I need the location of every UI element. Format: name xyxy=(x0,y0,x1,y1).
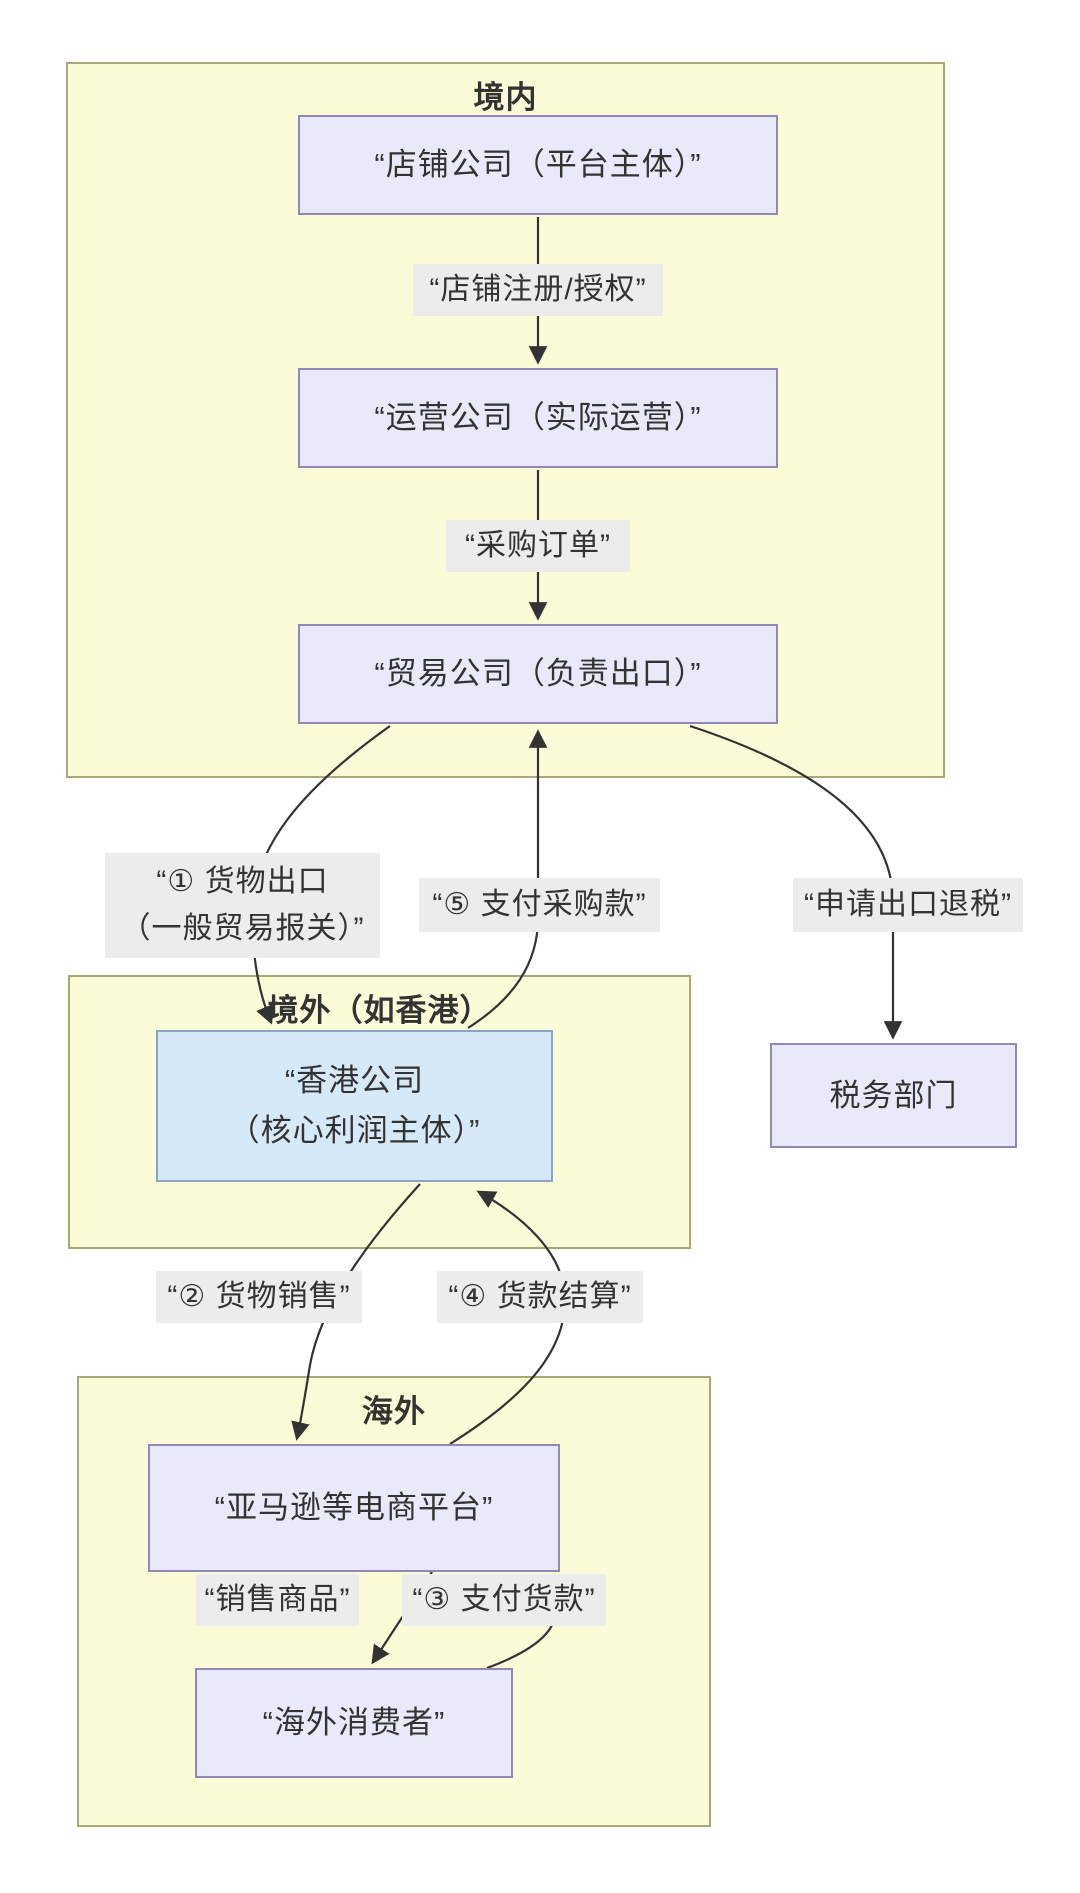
node-overseas-consumer: “海外消费者” xyxy=(195,1668,513,1778)
node-ecommerce-platform: “亚马逊等电商平台” xyxy=(148,1444,560,1572)
node-hk-company-line2: （核心利润主体）” xyxy=(228,1113,481,1148)
edge-label-tax-refund: “申请出口退税” xyxy=(793,878,1023,932)
edge-label-sell-goods-text: “销售商品” xyxy=(204,1582,351,1616)
edge-label-register: “店铺注册/授权” xyxy=(413,264,663,316)
node-hk-company-line1: “香港公司 xyxy=(284,1063,425,1099)
edge-label-settlement-text: “④ 货款结算” xyxy=(448,1279,632,1313)
node-hk-company: “香港公司 （核心利润主体）” xyxy=(156,1030,553,1182)
edge-label-export-line1: “① 货物出口 xyxy=(156,865,329,898)
edge-label-export-line2: （一般贸易报关）” xyxy=(120,911,365,945)
edge-label-purchase-order: “采购订单” xyxy=(446,520,630,572)
node-shop-company: “店铺公司（平台主体）” xyxy=(298,115,778,215)
edge-label-settlement: “④ 货款结算” xyxy=(437,1271,643,1323)
container-offshore-title: 境外（如香港） xyxy=(267,993,492,1028)
node-shop-company-label: “店铺公司（平台主体）” xyxy=(374,147,702,183)
node-ecommerce-platform-label: “亚马逊等电商平台” xyxy=(214,1490,494,1526)
node-op-company: “运营公司（实际运营）” xyxy=(298,368,778,468)
edge-label-pay-goods: “③ 支付货款” xyxy=(402,1574,606,1626)
node-trade-company-label: “贸易公司（负责出口）” xyxy=(374,656,702,692)
edge-label-pay-procurement-text: “⑤ 支付采购款” xyxy=(432,887,647,921)
edge-label-export: “① 货物出口 （一般贸易报关）” xyxy=(105,853,380,958)
edge-label-goods-sale-text: “② 货物销售” xyxy=(167,1279,351,1313)
edge-label-sell-goods: “销售商品” xyxy=(196,1574,359,1626)
edge-label-pay-procurement: “⑤ 支付采购款” xyxy=(419,878,660,932)
node-overseas-consumer-label: “海外消费者” xyxy=(262,1705,446,1741)
container-overseas-title: 海外 xyxy=(362,1394,426,1429)
edge-label-purchase-order-text: “采购订单” xyxy=(465,528,611,562)
edge-goods-sale-arrow xyxy=(291,1183,421,1441)
edge-label-register-text: “店铺注册/授权” xyxy=(429,272,647,306)
node-tax-bureau-label: 税务部门 xyxy=(829,1077,958,1113)
edge-label-tax-refund-text: “申请出口退税” xyxy=(804,887,1012,921)
container-domestic-title: 境内 xyxy=(473,80,538,115)
edge-label-pay-goods-text: “③ 支付货款” xyxy=(412,1582,596,1616)
edge-label-goods-sale: “② 货物销售” xyxy=(156,1271,362,1323)
node-trade-company: “贸易公司（负责出口）” xyxy=(298,624,778,724)
node-tax-bureau: 税务部门 xyxy=(770,1043,1017,1148)
node-op-company-label: “运营公司（实际运营）” xyxy=(374,400,702,436)
